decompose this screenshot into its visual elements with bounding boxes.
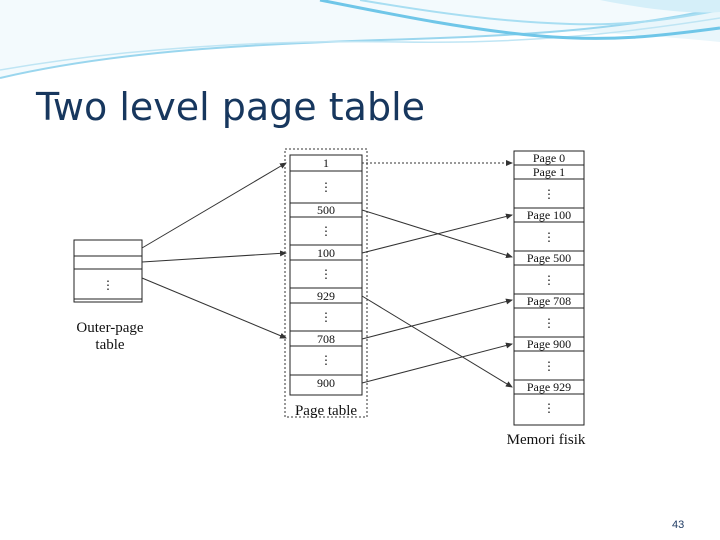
- memory-page-929: Page 929: [527, 380, 571, 394]
- memory-page-100: Page 100: [527, 208, 571, 222]
- memory-ellipsis: ⋮: [543, 401, 555, 415]
- page-table-entry-929: 929: [317, 289, 335, 303]
- memory-page-708: Page 708: [527, 294, 571, 308]
- outer-table-ellipsis: ⋮: [102, 278, 114, 292]
- physical-memory: Page 0 Page 1 ⋮ Page 100 ⋮ Page 500 ⋮ Pa…: [507, 150, 586, 448]
- diagram-canvas: ⋮ Outer-page table 1 ⋮ 500: [73, 148, 586, 448]
- slide-title: Two level page table: [36, 85, 425, 129]
- memory-label: Memori fisik: [507, 432, 586, 448]
- arrow-outer-row2-to-entry-100: [141, 250, 287, 263]
- memory-ellipsis: ⋮: [543, 316, 555, 330]
- outer-table-label-line2: table: [95, 337, 124, 353]
- arrows-outer-to-page-table: [141, 162, 287, 339]
- arrow-entry-900-to-page-900: [361, 342, 513, 384]
- arrow-entry-929-to-page-929: [361, 295, 513, 388]
- page-table-ellipsis: ⋮: [320, 180, 332, 194]
- two-level-page-table-diagram: ⋮ Outer-page table 1 ⋮ 500: [34, 133, 630, 453]
- page-table-ellipsis: ⋮: [320, 310, 332, 324]
- memory-page-900: Page 900: [527, 337, 571, 351]
- arrows-page-table-to-memory: [361, 160, 513, 388]
- page-table-entry-1: 1: [323, 156, 329, 170]
- page-table-entry-100: 100: [317, 246, 335, 260]
- arrow-entry-708-to-page-708: [361, 298, 513, 340]
- memory-page-500: Page 500: [527, 251, 571, 265]
- page-table-ellipsis: ⋮: [320, 267, 332, 281]
- page-table-ellipsis: ⋮: [320, 353, 332, 367]
- slide-page-number: 43: [672, 519, 685, 531]
- memory-ellipsis: ⋮: [543, 230, 555, 244]
- arrow-outer-row1-to-entry-1: [141, 162, 287, 249]
- memory-ellipsis: ⋮: [543, 187, 555, 201]
- page-table: 1 ⋮ 500 ⋮ 100 ⋮ 929 ⋮ 708 ⋮ 900 Page tab…: [284, 148, 368, 419]
- page-table-entry-500: 500: [317, 203, 335, 217]
- page-table-label: Page table: [295, 403, 357, 419]
- outer-table-label-line1: Outer-page: [76, 320, 144, 336]
- memory-page-1: Page 1: [533, 165, 565, 179]
- outer-page-table: ⋮ Outer-page table: [73, 239, 144, 353]
- arrow-outer-row3-to-entry-708: [141, 277, 287, 339]
- page-table-entry-900: 900: [317, 376, 335, 390]
- memory-ellipsis: ⋮: [543, 359, 555, 373]
- memory-ellipsis: ⋮: [543, 273, 555, 287]
- memory-page-0: Page 0: [533, 151, 565, 165]
- page-table-entry-708: 708: [317, 332, 335, 346]
- header-wave-decoration: [0, 0, 720, 79]
- page-table-ellipsis: ⋮: [320, 224, 332, 238]
- arrow-entry-100-to-page-100: [361, 213, 513, 254]
